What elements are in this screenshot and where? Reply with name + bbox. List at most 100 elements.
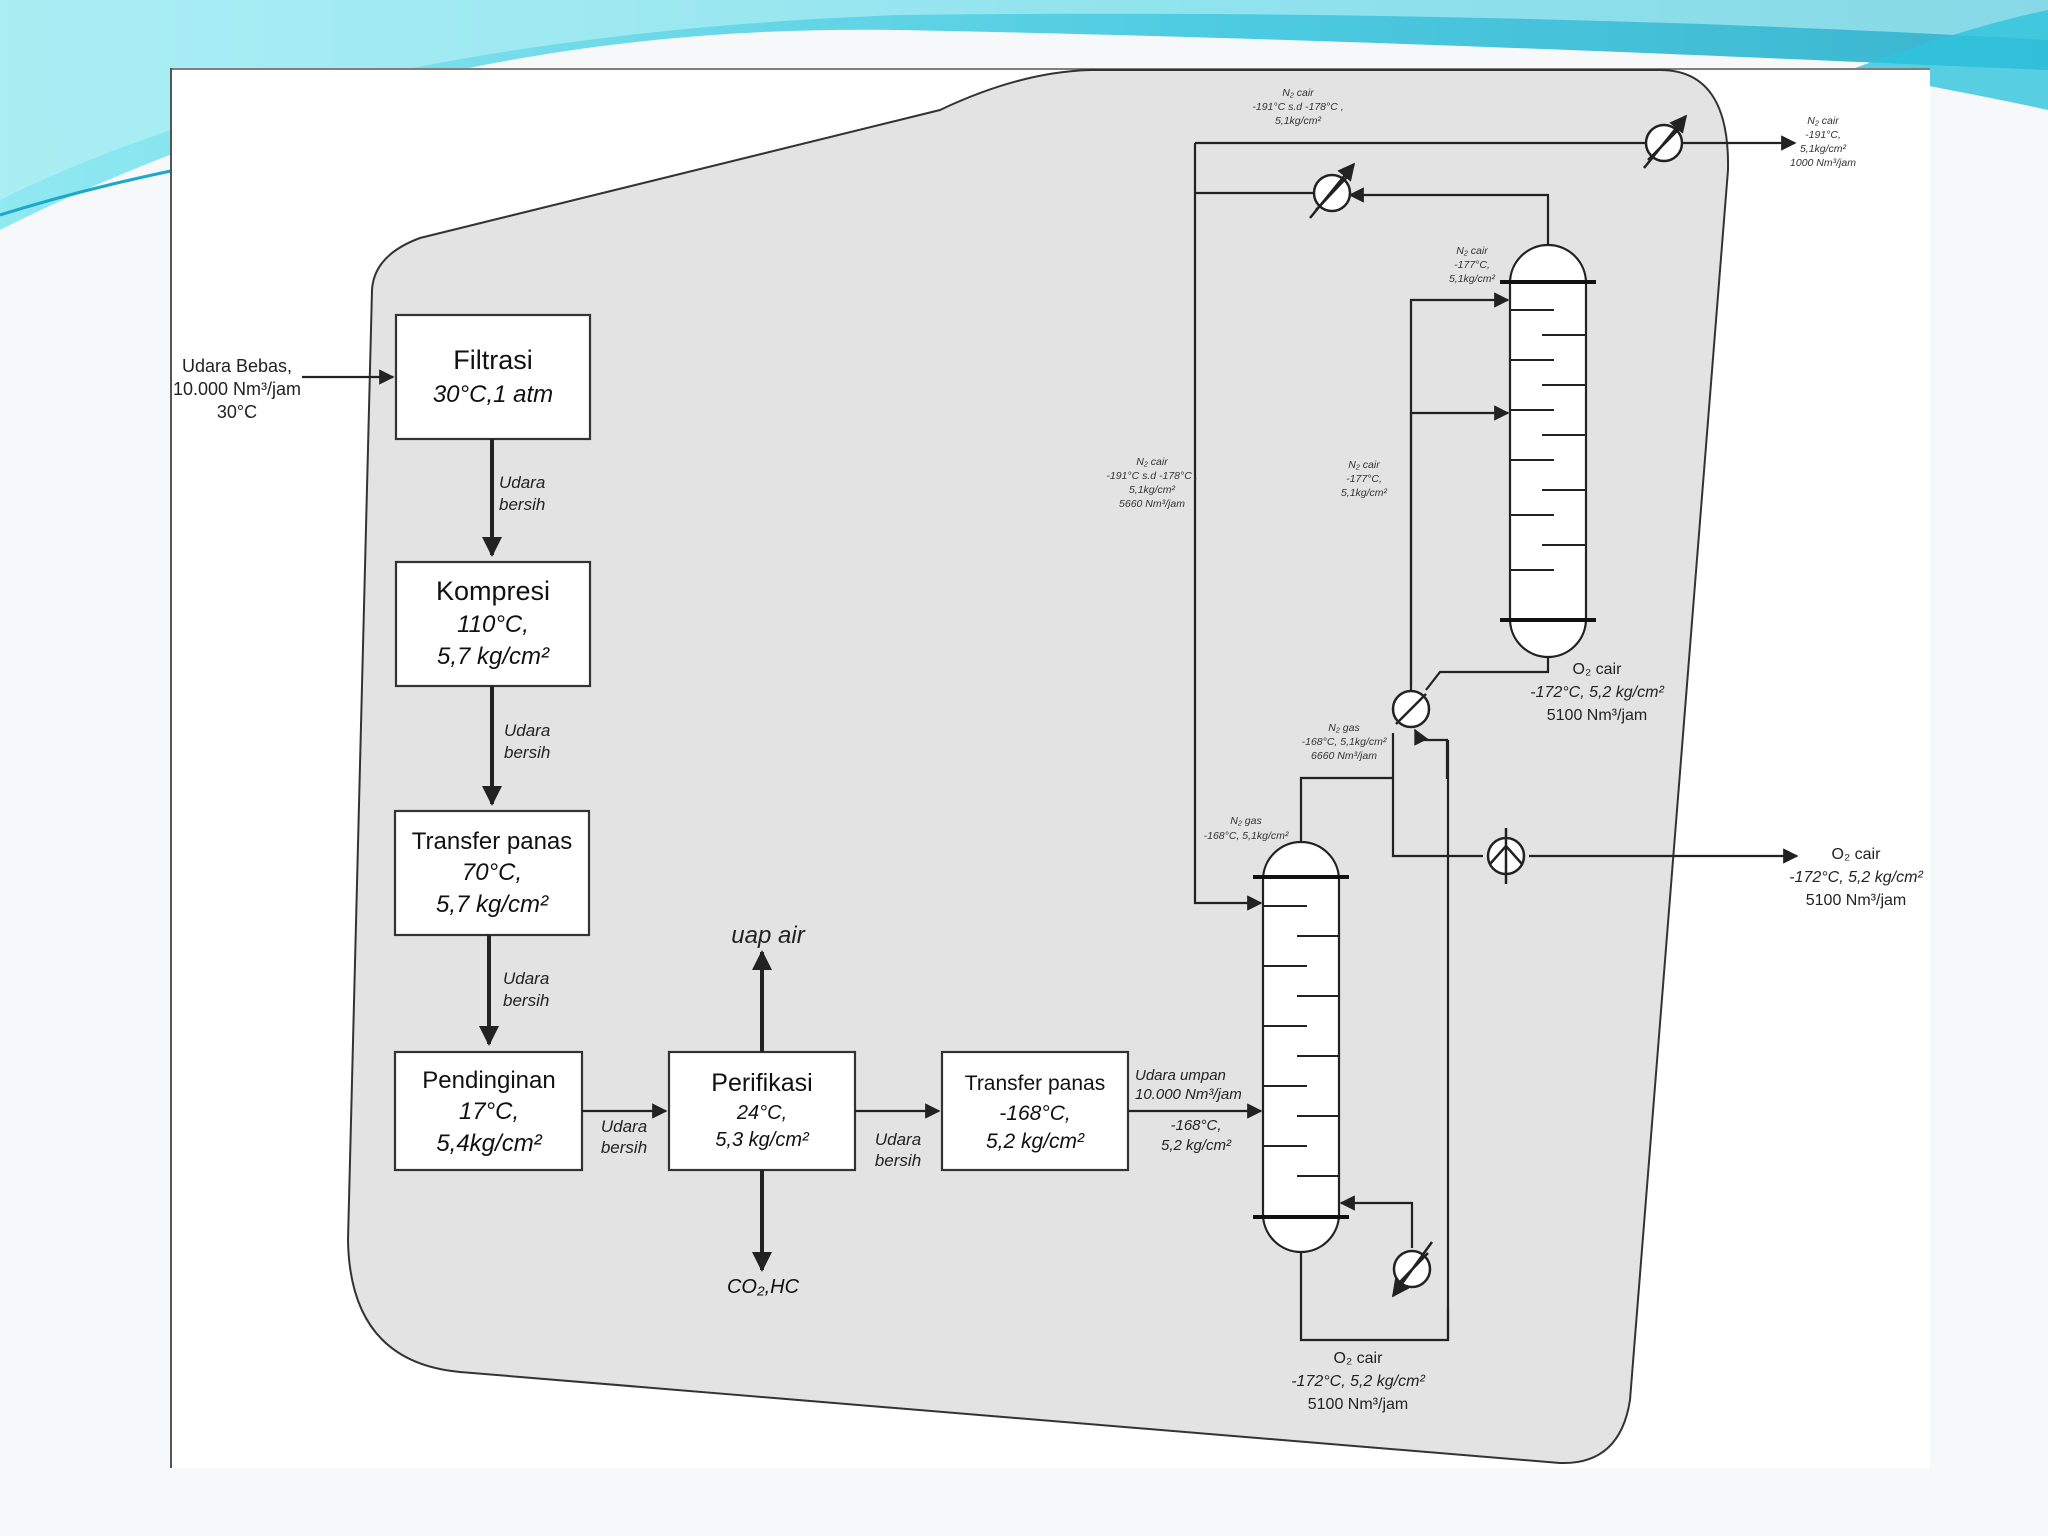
top-swoosh-light <box>0 0 2048 200</box>
transfer-panas-1-name: Transfer panas <box>412 828 573 855</box>
kompresi-box <box>394 560 592 688</box>
svg-text:N₂ cair: N₂ cair <box>1807 115 1839 127</box>
heat-exchanger-top-icon <box>1643 114 1688 169</box>
kompresi-name: Kompresi <box>436 576 550 606</box>
svg-text:5100 Nm³/jam: 5100 Nm³/jam <box>1806 892 1906 909</box>
svg-text:5,1kg/cm²: 5,1kg/cm² <box>1275 115 1322 127</box>
transfer-panas-1-cond1: 70°C, <box>462 859 522 886</box>
svg-text:-177°C,: -177°C, <box>1346 473 1382 485</box>
annotation-n2-gas-low: N₂ gas -168°C, 5,1kg/cm² <box>1204 815 1289 842</box>
pendinginan-box <box>393 1050 584 1172</box>
column-feed-2: 10.000 Nm³/jam <box>1135 1086 1242 1103</box>
perifikasi-cond2: 5,3 kg/cm² <box>715 1129 810 1151</box>
svg-text:N₂ cair: N₂ cair <box>1136 456 1168 468</box>
svg-text:-177°C,: -177°C, <box>1454 259 1490 271</box>
co2-hc-label: CO₂,HC <box>727 1276 800 1298</box>
annotation-n2-column-top: N₂ cair -177°C, 5,1kg/cm² <box>1449 245 1496 285</box>
annotation-n2-gas-mid: N₂ gas -168°C, 5,1kg/cm² 6660 Nm³/jam <box>1302 722 1387 762</box>
filtrasi-cond: 30°C,1 atm <box>433 381 553 408</box>
svg-text:5660 Nm³/jam: 5660 Nm³/jam <box>1119 498 1185 510</box>
svg-text:6660 Nm³/jam: 6660 Nm³/jam <box>1311 750 1377 762</box>
svg-text:N₂ cair: N₂ cair <box>1348 459 1380 471</box>
column-feed-4: 5,2 kg/cm² <box>1161 1137 1232 1154</box>
pipe-upper-column-top <box>1348 187 1550 245</box>
stream-label-bersih-1: bersih <box>499 495 545 514</box>
heat-exchanger-o2-icon <box>1486 828 1526 884</box>
pipe-o2-from-upper <box>1425 657 1550 691</box>
svg-text:5,1kg/cm²: 5,1kg/cm² <box>1341 487 1388 499</box>
svg-text:-191°C s.d -178°C ,: -191°C s.d -178°C , <box>1252 101 1343 113</box>
pendinginan-cond2: 5,4kg/cm² <box>436 1130 542 1157</box>
column-feed-1: Udara umpan <box>1135 1067 1226 1084</box>
svg-text:-168°C, 5,1kg/cm²: -168°C, 5,1kg/cm² <box>1302 736 1387 748</box>
svg-text:-168°C, 5,1kg/cm²: -168°C, 5,1kg/cm² <box>1204 830 1289 842</box>
filtrasi-name: Filtrasi <box>453 345 533 375</box>
svg-text:-172°C, 5,2 kg/cm²: -172°C, 5,2 kg/cm² <box>1789 869 1923 886</box>
annotation-n2-mid: N₂ cair -177°C, 5,1kg/cm² <box>1341 459 1388 499</box>
pipe-reboiler-return <box>1339 1195 1414 1248</box>
svg-text:-191°C s.d -178°C ,: -191°C s.d -178°C , <box>1106 470 1197 482</box>
kompresi-cond2: 5,7 kg/cm² <box>437 643 550 670</box>
svg-text:O₂ cair: O₂ cair <box>1832 846 1882 863</box>
svg-text:N₂ cair: N₂ cair <box>1456 245 1488 257</box>
upper-distillation-column <box>1500 243 1596 659</box>
perifikasi-cond1: 24°C, <box>736 1102 787 1124</box>
svg-text:5,1kg/cm²: 5,1kg/cm² <box>1800 143 1847 155</box>
transfer-panas-2-cond2: 5,2 kg/cm² <box>986 1130 1085 1153</box>
transfer-panas-2-name: Transfer panas <box>965 1072 1105 1095</box>
pendinginan-cond1: 17°C, <box>459 1098 519 1125</box>
transfer-panas-1-box <box>393 809 591 937</box>
heat-exchanger-second-icon <box>1309 162 1356 219</box>
svg-text:-172°C, 5,2 kg/cm²: -172°C, 5,2 kg/cm² <box>1530 684 1664 701</box>
svg-text:5,1kg/cm²: 5,1kg/cm² <box>1129 484 1176 496</box>
transfer-panas-2-cond1: -168°C, <box>999 1102 1070 1125</box>
annotation-n2-product: N₂ cair -191°C, 5,1kg/cm² 1000 Nm³/jam <box>1790 115 1856 169</box>
svg-text:1000 Nm³/jam: 1000 Nm³/jam <box>1790 157 1856 169</box>
svg-text:-191°C,: -191°C, <box>1805 129 1841 141</box>
stream-label-udara-5: Udara <box>875 1130 921 1149</box>
perifikasi-box <box>667 1050 857 1172</box>
feed-label-2: 10.000 Nm³/jam <box>173 379 301 399</box>
heat-exchanger-mid-icon <box>1391 689 1431 729</box>
svg-text:5100 Nm³/jam: 5100 Nm³/jam <box>1547 707 1647 724</box>
uap-air-label: uap air <box>731 922 805 949</box>
svg-text:-172°C, 5,2 kg/cm²: -172°C, 5,2 kg/cm² <box>1291 1373 1425 1390</box>
stream-label-bersih-4: bersih <box>601 1138 647 1157</box>
reboiler-icon <box>1391 1241 1434 1298</box>
svg-text:O₂ cair: O₂ cair <box>1573 661 1623 678</box>
stream-label-bersih-5: bersih <box>875 1151 921 1170</box>
lower-distillation-column <box>1253 840 1349 1254</box>
pipe-n2-to-upper-top <box>1409 292 1510 686</box>
pendinginan-name: Pendinginan <box>422 1067 555 1094</box>
svg-text:5100 Nm³/jam: 5100 Nm³/jam <box>1308 1396 1408 1413</box>
stream-label-udara-3: Udara <box>503 969 549 988</box>
annotation-n2-left: N₂ cair -191°C s.d -178°C , 5,1kg/cm² 56… <box>1106 456 1197 510</box>
svg-text:N₂ gas: N₂ gas <box>1230 815 1262 827</box>
svg-text:O₂ cair: O₂ cair <box>1334 1350 1384 1367</box>
svg-text:5,1kg/cm²: 5,1kg/cm² <box>1449 273 1496 285</box>
annotation-n2-top: N₂ cair -191°C s.d -178°C , 5,1kg/cm² <box>1252 87 1343 127</box>
svg-text:N₂ cair: N₂ cair <box>1282 87 1314 99</box>
svg-text:N₂ gas: N₂ gas <box>1328 722 1360 734</box>
annotation-o2-bottom: O₂ cair -172°C, 5,2 kg/cm² 5100 Nm³/jam <box>1291 1350 1425 1413</box>
stream-label-bersih-3: bersih <box>503 991 549 1010</box>
annotation-o2-upper: O₂ cair -172°C, 5,2 kg/cm² 5100 Nm³/jam <box>1530 661 1664 724</box>
pipe-n2-to-lower-column <box>1193 143 1263 911</box>
column-feed-3: -168°C, <box>1170 1117 1221 1134</box>
stream-label-udara-4: Udara <box>601 1117 647 1136</box>
kompresi-cond1: 110°C, <box>457 611 529 638</box>
top-swoosh <box>0 0 2048 230</box>
stream-label-udara-1: Udara <box>499 473 545 492</box>
perifikasi-name: Perifikasi <box>711 1069 812 1097</box>
transfer-panas-2-box <box>940 1050 1130 1172</box>
stream-label-bersih-2: bersih <box>504 743 550 762</box>
pipe-o2-product-line <box>1391 778 1483 858</box>
stream-label-udara-2: Udara <box>504 721 550 740</box>
right-swoosh <box>1850 10 2048 110</box>
feed-label-3: 30°C <box>217 402 257 422</box>
feed-label-1: Udara Bebas, <box>182 356 292 376</box>
annotation-o2-product: O₂ cair -172°C, 5,2 kg/cm² 5100 Nm³/jam <box>1789 846 1923 909</box>
transfer-panas-1-cond2: 5,7 kg/cm² <box>436 891 549 918</box>
filtrasi-box <box>394 313 592 441</box>
